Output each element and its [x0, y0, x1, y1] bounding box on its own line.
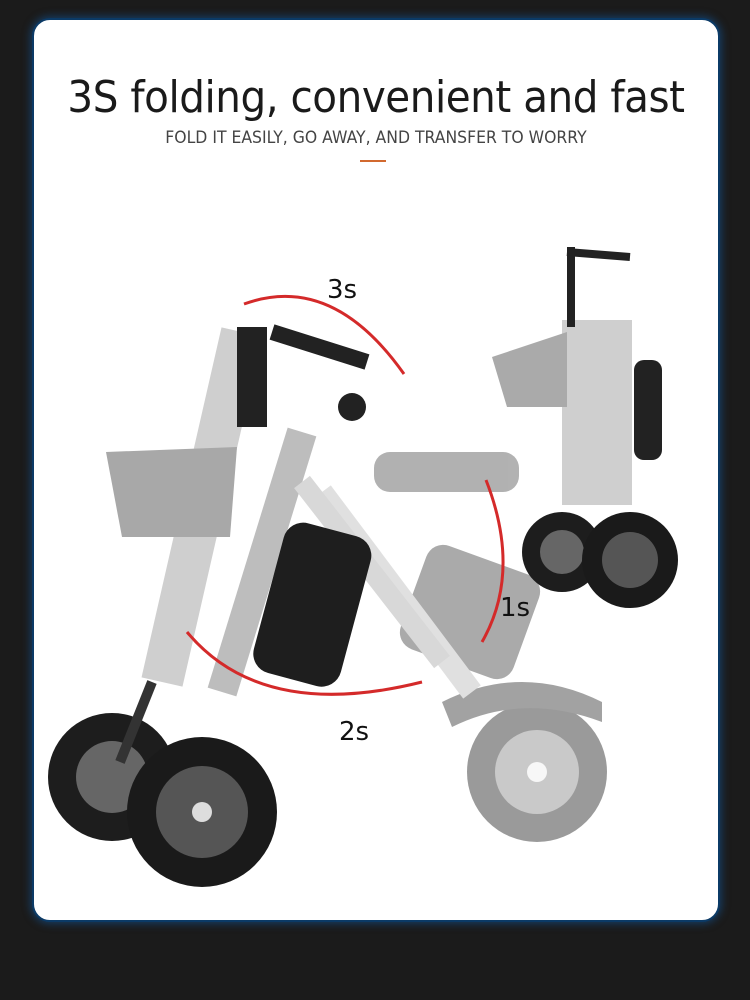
frame-fold-arc	[185, 631, 423, 696]
handlebar-fold-arc	[243, 294, 406, 375]
page-title: 3S folding, convenient and fast	[67, 72, 685, 123]
seat-fold-arc	[480, 479, 505, 643]
frame-time-label: 2s	[339, 717, 370, 747]
handlebar-time-label: 3s	[327, 275, 358, 305]
seat-time-label: 1s	[500, 593, 531, 623]
ghost-scooter	[313, 452, 607, 842]
main-scooter	[48, 324, 450, 887]
page-subtitle: FOLD IT EASILY, GO AWAY, AND TRANSFER TO…	[165, 128, 587, 148]
product-card: 3S folding, convenient and fast FOLD IT …	[32, 18, 720, 922]
scooter-illustration	[48, 247, 678, 887]
folded-scooter	[492, 247, 678, 608]
accent-divider	[360, 160, 386, 162]
